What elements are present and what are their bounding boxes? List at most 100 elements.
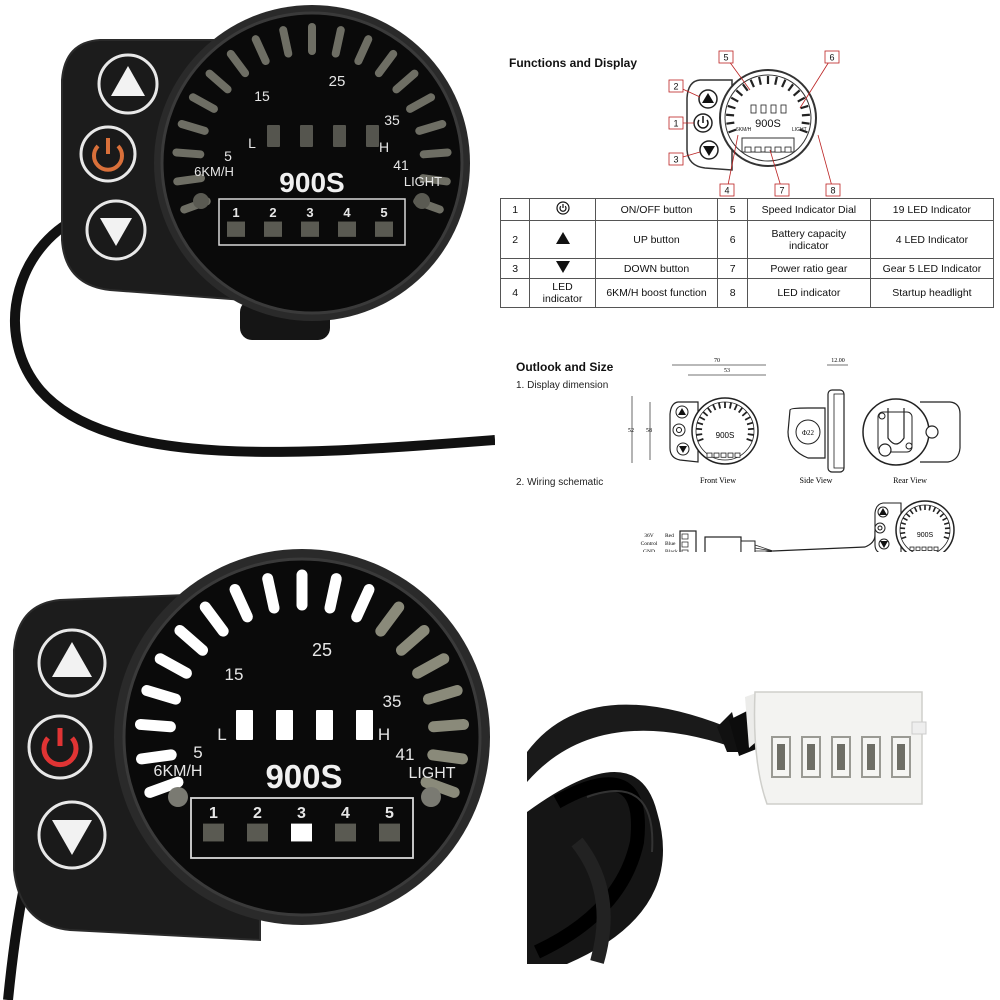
gear-box-lit bbox=[190, 797, 414, 859]
side-view-label: Side View bbox=[800, 476, 833, 485]
battery-led bbox=[366, 125, 379, 147]
speed-led bbox=[697, 438, 704, 442]
gear-led bbox=[921, 546, 927, 551]
speed-led bbox=[749, 79, 755, 88]
callout-number: 4 bbox=[724, 186, 729, 196]
gear-label: 3 bbox=[297, 805, 306, 822]
table-cell: Speed Indicator Dial bbox=[746, 198, 871, 221]
speed-led bbox=[375, 601, 405, 637]
speed-led bbox=[918, 505, 922, 511]
table-cell: 6 bbox=[717, 220, 748, 259]
speed-led bbox=[422, 685, 463, 705]
speed-led bbox=[726, 113, 735, 117]
dim-58: 58 bbox=[646, 428, 652, 434]
gear-led bbox=[203, 823, 224, 842]
gear-led bbox=[291, 823, 312, 842]
speed-led bbox=[943, 536, 949, 540]
speed-led bbox=[909, 509, 914, 515]
gear-led bbox=[335, 823, 356, 842]
gear-led bbox=[764, 146, 772, 153]
speed-led bbox=[913, 506, 918, 513]
dial-tick-25: 25 bbox=[329, 73, 346, 90]
up-button[interactable] bbox=[97, 53, 159, 115]
gear-label: 1 bbox=[209, 805, 218, 822]
speed-led bbox=[702, 411, 709, 417]
battery-led bbox=[333, 125, 346, 147]
dial-tick-41: 41 bbox=[393, 157, 409, 173]
speed-led bbox=[799, 128, 808, 134]
speed-led bbox=[229, 584, 253, 623]
gear-led bbox=[720, 452, 727, 458]
gear-led bbox=[706, 452, 713, 458]
speed-led bbox=[188, 93, 218, 113]
callout-box bbox=[668, 79, 684, 93]
up-button-lit[interactable] bbox=[37, 628, 107, 698]
down-button[interactable] bbox=[85, 199, 147, 261]
speed-led-arc-lit bbox=[134, 569, 470, 798]
connector-svg bbox=[527, 691, 927, 964]
speed-led bbox=[141, 685, 182, 705]
speed-led bbox=[797, 96, 806, 103]
speed-led bbox=[172, 148, 205, 159]
speed-led bbox=[932, 506, 937, 513]
battery-level-low: L bbox=[217, 725, 226, 744]
table-cell: 5 bbox=[717, 198, 748, 221]
diagram-light-label: LIGHT bbox=[792, 127, 807, 133]
speed-led bbox=[419, 148, 452, 159]
speed-led bbox=[800, 104, 809, 110]
wire-signal: Control bbox=[641, 541, 658, 547]
speed-led bbox=[395, 624, 430, 656]
connector-pins bbox=[771, 736, 911, 778]
speed-led bbox=[746, 421, 754, 426]
down-triangle-icon bbox=[100, 218, 132, 246]
gear-led bbox=[915, 546, 921, 551]
diagram-power-icon bbox=[697, 119, 709, 129]
callout-box bbox=[718, 50, 734, 64]
power-button-lit[interactable] bbox=[27, 714, 93, 780]
speed-led bbox=[144, 776, 184, 798]
light-label: LIGHT bbox=[404, 174, 442, 189]
battery-led bbox=[267, 125, 280, 147]
gear-led bbox=[927, 546, 933, 551]
speed-led bbox=[900, 531, 906, 535]
speed-led bbox=[801, 121, 810, 125]
speed-led bbox=[696, 421, 704, 426]
speed-led bbox=[900, 522, 907, 526]
gear-label: 5 bbox=[385, 805, 394, 822]
power-button[interactable] bbox=[79, 125, 137, 183]
battery-level-high: H bbox=[379, 139, 389, 155]
speed-led bbox=[901, 536, 907, 540]
down-triangle-icon bbox=[555, 261, 570, 273]
dial-tick-5: 5 bbox=[224, 148, 232, 164]
speed-led bbox=[420, 776, 460, 798]
speed-led bbox=[412, 653, 450, 679]
speed-led bbox=[712, 404, 717, 411]
table-cell: LED indicator bbox=[529, 278, 596, 308]
model-name: 900S bbox=[265, 758, 342, 795]
callout-number: 5 bbox=[723, 53, 728, 63]
table-cell bbox=[529, 220, 596, 259]
gear-label: 2 bbox=[253, 805, 262, 822]
callout-number: 2 bbox=[673, 82, 678, 92]
up-triangle-icon bbox=[52, 642, 92, 677]
dial-tick-35: 35 bbox=[383, 692, 402, 711]
outlook-title: Outlook and Size bbox=[516, 360, 614, 374]
table-cell: Power ratio gear bbox=[746, 258, 871, 279]
photo-connector bbox=[527, 552, 1000, 964]
boost-led bbox=[193, 193, 209, 209]
dial-tick-35: 35 bbox=[384, 112, 400, 128]
speed-led bbox=[733, 404, 738, 411]
speed-led bbox=[727, 104, 736, 110]
speed-led-arc bbox=[172, 23, 452, 214]
speed-led bbox=[205, 69, 232, 94]
table-cell: ON/OFF button bbox=[594, 198, 719, 221]
callout-box bbox=[825, 183, 841, 197]
down-button-lit[interactable] bbox=[37, 800, 107, 870]
